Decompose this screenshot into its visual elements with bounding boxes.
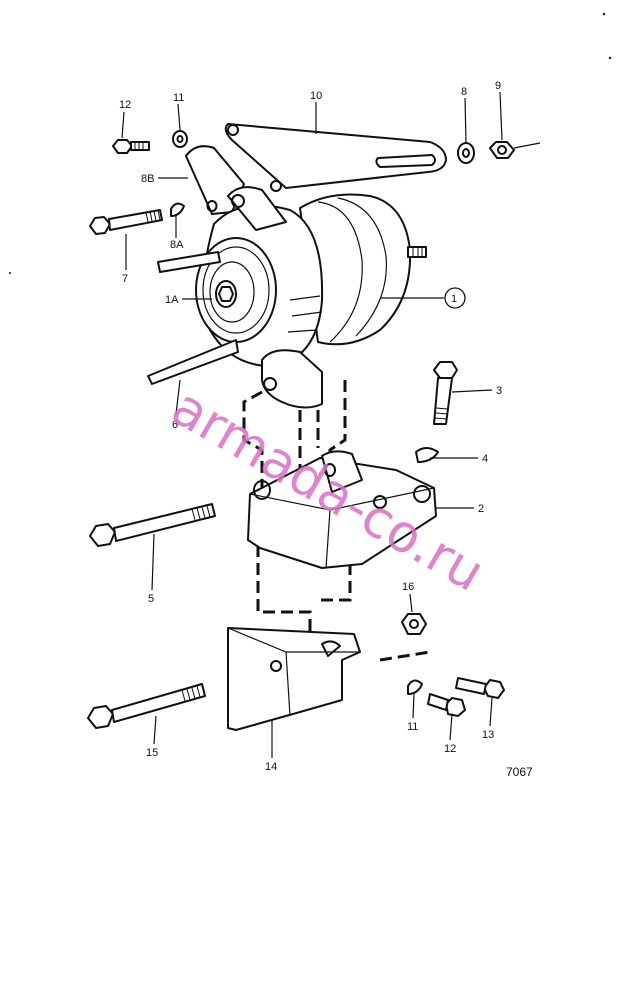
speck xyxy=(602,12,606,16)
callout-11-bottom: 11 xyxy=(407,721,418,733)
callout-15: 15 xyxy=(146,747,158,759)
callout-13: 13 xyxy=(482,729,494,741)
callout-8: 8 xyxy=(461,86,467,98)
callout-12-bottom: 12 xyxy=(444,743,456,755)
callout-10: 10 xyxy=(310,90,322,102)
washer-11-top xyxy=(172,130,188,148)
washer-11-bottom xyxy=(407,679,423,695)
callout-8B: 8B xyxy=(141,173,154,185)
mounting-bracket-2 xyxy=(247,450,437,569)
callout-1A: 1A xyxy=(165,294,179,306)
callout-12-top: 12 xyxy=(119,99,131,111)
bolt-7 xyxy=(89,209,163,235)
callout-5: 5 xyxy=(148,593,154,605)
callout-16: 16 xyxy=(402,581,414,593)
callout-3: 3 xyxy=(496,385,502,397)
callout-circle-1 xyxy=(444,287,466,309)
washer-8A xyxy=(170,202,185,217)
callout-7: 7 xyxy=(122,273,128,285)
callout-2: 2 xyxy=(478,503,484,515)
nut-9 xyxy=(489,141,541,159)
callout-14: 14 xyxy=(265,761,277,773)
callout-4: 4 xyxy=(482,453,488,465)
figure-number: 7067 xyxy=(506,765,533,779)
callout-1: 1 xyxy=(451,293,457,305)
callout-9: 9 xyxy=(495,80,501,92)
alternator-1 xyxy=(147,186,427,409)
bolt-12-bottom xyxy=(427,693,466,717)
washer-8 xyxy=(457,142,475,164)
washer-4 xyxy=(415,447,439,463)
callout-8A: 8A xyxy=(170,239,184,251)
adjusting-bar-10 xyxy=(224,123,447,192)
nut-16 xyxy=(401,613,427,635)
speck xyxy=(608,56,612,60)
bolt-12-top xyxy=(112,139,150,154)
leader-lines xyxy=(121,91,503,758)
speck xyxy=(9,272,11,274)
bolt-3 xyxy=(433,361,458,425)
bolt-5 xyxy=(89,503,216,547)
callout-6: 6 xyxy=(172,419,178,431)
bolt-15 xyxy=(87,683,206,729)
callout-11-top: 11 xyxy=(173,92,184,104)
bolt-13 xyxy=(455,677,505,699)
support-bracket-14 xyxy=(227,627,361,731)
